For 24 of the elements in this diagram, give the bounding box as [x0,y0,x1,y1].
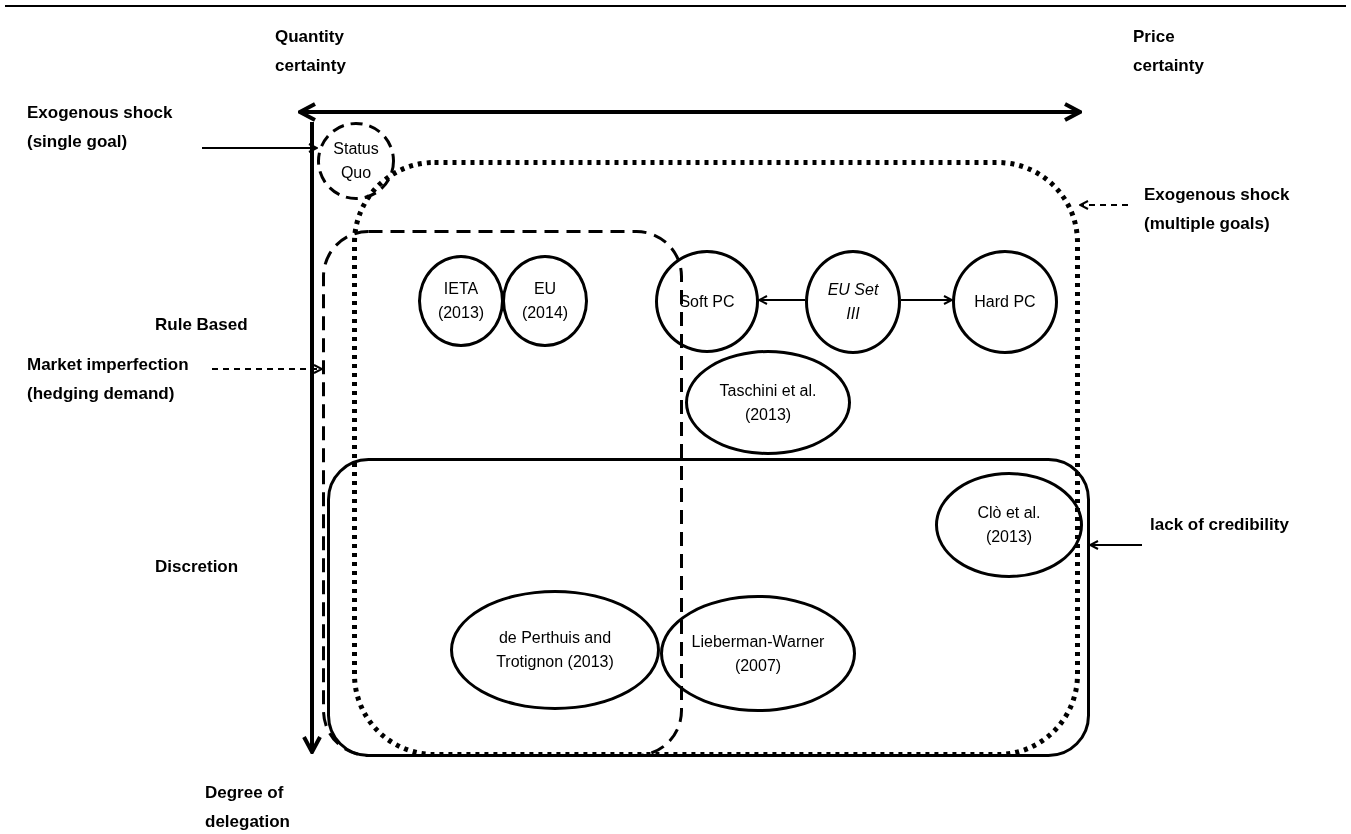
arrow [211,364,323,374]
annotation-text: Exogenous shock (single goal) [27,98,202,156]
axis-label: Discretion [155,556,239,578]
arrow [758,295,806,305]
axis-label: Price certainty [1133,26,1205,77]
arrow [201,143,318,153]
arrow [1089,540,1143,550]
axis-label: Rule Based [155,314,248,336]
annotation-text: Market imperfection (hedging demand) [27,350,212,408]
ellipse: de Perthuis and Trotignon (2013) [450,590,660,710]
ellipse: Clò et al. (2013) [935,472,1083,578]
ellipse: EU Set III [805,250,901,354]
arrow [900,295,953,305]
axis-label: Quantity certainty [275,26,347,77]
arrow [1079,200,1129,210]
annotation-text: Exogenous shock (multiple goals) [1128,180,1328,238]
annotation-text: lack of credibility [1142,510,1292,539]
ellipse: Hard PC [952,250,1058,354]
dashed-circle: Status Quo [317,122,395,200]
ellipse: Taschini et al. (2013) [685,350,851,455]
ellipse: IETA (2013) [418,255,504,347]
ellipse: EU (2014) [502,255,588,347]
axis-label: Degree of delegation [205,782,291,833]
ellipse: Lieberman-Warner (2007) [660,595,856,712]
